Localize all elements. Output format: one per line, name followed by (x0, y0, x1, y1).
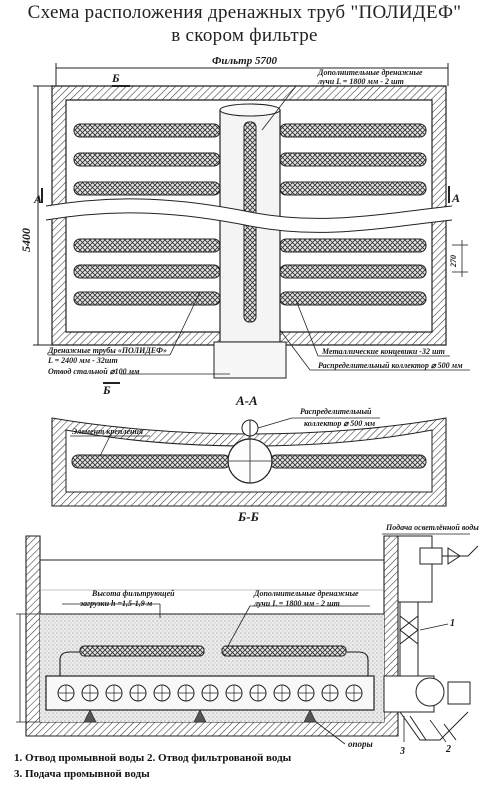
aa-collector-label-2: коллектор ⌀ 500 мм (304, 419, 376, 428)
distribution-collector-label: Распределительный коллектор ⌀ 500 мм (318, 361, 463, 370)
polidef-pipe (73, 238, 221, 253)
polidef-pipe (279, 123, 427, 138)
callout-3: 3 (399, 746, 405, 757)
polidef-pipes-left (73, 123, 221, 306)
filter-length-label: 5400 (19, 228, 33, 252)
outlet-flange (447, 681, 471, 705)
bb-extra-drains-label-2: лучи L = 1800 мм - 2 шт (253, 599, 340, 608)
polidef-pipe (73, 152, 221, 167)
break-band (46, 198, 452, 233)
bb-extra-drains-label-1: Дополнительные дренажные (253, 589, 359, 598)
supports-icons (83, 709, 317, 723)
page-title: Схема расположения дренажных труб "ПОЛИД… (27, 2, 462, 23)
polidef-pipe (269, 454, 427, 469)
section-bb: Б-Б (16, 509, 479, 757)
polidef-pipe (73, 291, 221, 306)
polidef-pipe (279, 238, 427, 253)
polidef-pipes-right (279, 123, 427, 306)
section-aa-title: А-А (235, 393, 258, 408)
page-subtitle: в скором фильтре (171, 25, 318, 46)
tank-wall (25, 535, 399, 737)
filter-width-label: Фильтр 5700 (212, 55, 277, 67)
aa-collector-label-1: Распределительный (300, 407, 372, 416)
callout-1: 1 (450, 618, 455, 629)
polidef-pipe (73, 181, 221, 196)
steel-outlet-label: Отвод стальной ⌀100 мм (48, 367, 140, 376)
polidef-pipe (279, 264, 427, 279)
polidef-pipe (73, 264, 221, 279)
load-height-label-1: Высота фильтрующей (91, 589, 175, 598)
section-mark-b-bottom: Б (102, 383, 111, 397)
polidef-pipes-label-1: Дренажные трубы «ПОЛИДЕФ» (47, 346, 167, 355)
extra-drain-pipe (221, 645, 347, 657)
polidef-pipe (73, 123, 221, 138)
polidef-pipe (279, 152, 427, 167)
legend-line-2: 3. Подача промывной воды (14, 768, 150, 780)
clarified-water-channel (397, 535, 433, 603)
section-mark-a-right: А (451, 191, 460, 205)
section-aa: А-А Элемент крепления Распределительный … (51, 393, 447, 507)
supports-label: опоры (348, 739, 373, 749)
callout-2: 2 (445, 744, 451, 755)
extra-drain-pipe (79, 645, 205, 657)
extra-drains-label-1: Дополнительные дренажные (317, 68, 423, 77)
collector-outlet (213, 341, 287, 379)
pipe-spacing-label: 270 (449, 255, 458, 268)
section-bb-title: Б-Б (237, 509, 259, 524)
polidef-pipe (71, 454, 231, 469)
load-height-label-2: загрузки h =1,5-1,9 м (79, 599, 153, 608)
section-mark-b-top: Б (111, 71, 120, 85)
polidef-pipes-label-2: L = 2400 мм - 32шт (47, 356, 118, 365)
fixing-element-label: Элемент крепления (72, 427, 143, 436)
extra-drains-label-2: лучи L = 1800 мм - 2 шт (317, 77, 404, 86)
polidef-pipe (279, 181, 427, 196)
legend-line-1: 1. Отвод промывной воды 2. Отвод фильтро… (14, 752, 292, 764)
section-mark-a-left: А (33, 192, 42, 206)
clarified-water-label: Подача осветлённой воды (385, 523, 479, 532)
metal-tips-label: Металлические концевики -32 шт (321, 347, 445, 356)
polidef-pipe (279, 291, 427, 306)
collector-holes (57, 684, 363, 702)
plan-view: Фильтр 5700 5400 Б Б А А (19, 55, 470, 397)
